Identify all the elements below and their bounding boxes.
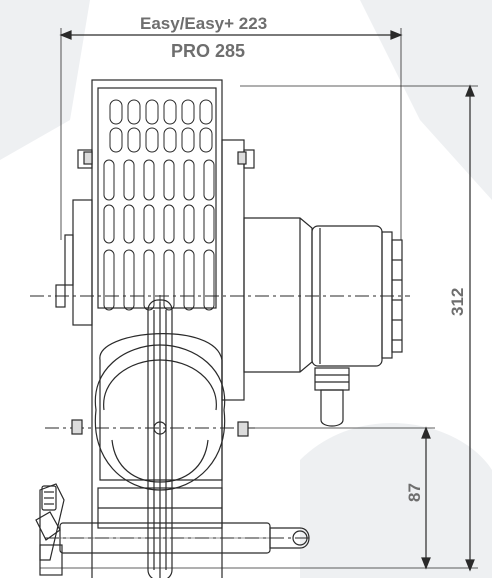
height-dimension-87 (40, 426, 478, 570)
motor (243, 217, 403, 427)
perforated-tray (103, 99, 215, 311)
bolts (71, 151, 249, 437)
pulley-assembly (94, 299, 226, 578)
width-label-easy: Easy/Easy+ 223 (140, 14, 268, 33)
height-label-axis: 87 (405, 483, 424, 502)
height-dimension-312 (240, 84, 478, 572)
height-label-total: 312 (448, 287, 467, 316)
lever-shaft (35, 483, 310, 576)
width-dimension (59, 28, 403, 240)
width-label-pro: PRO 285 (171, 41, 246, 61)
